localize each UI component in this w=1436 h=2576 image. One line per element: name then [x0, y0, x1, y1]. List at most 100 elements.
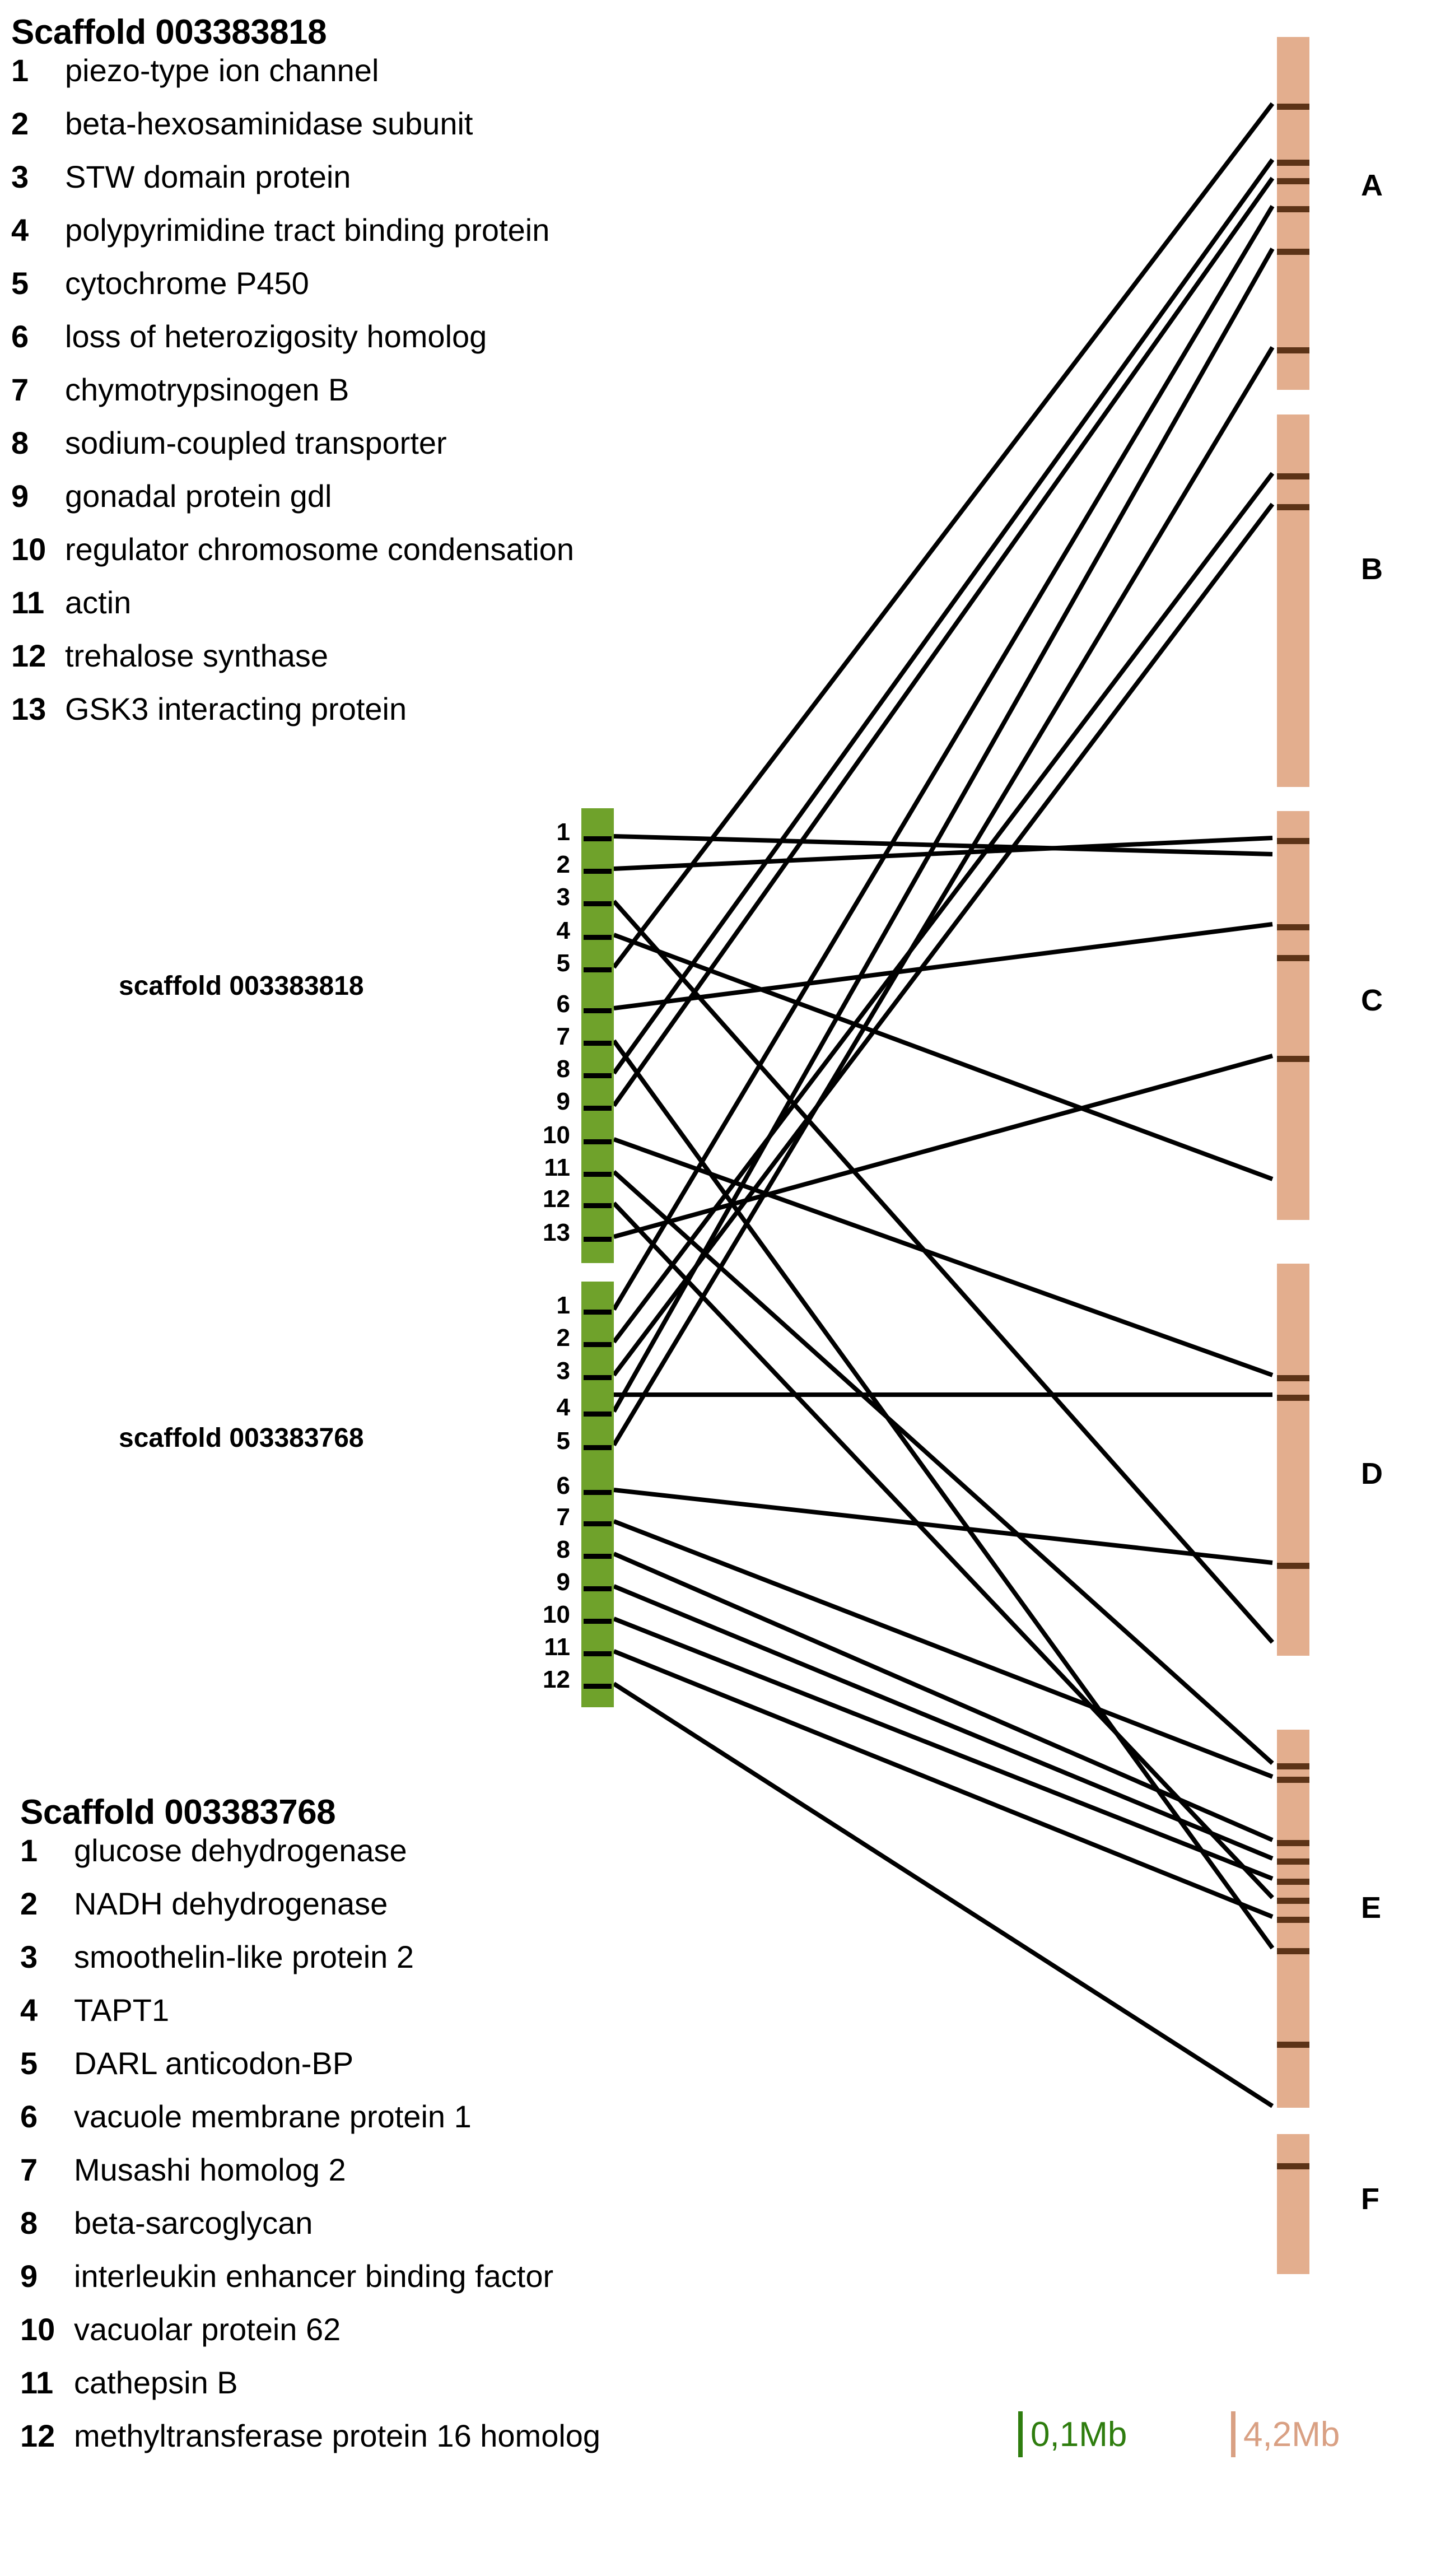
synteny-link-s1-11	[612, 1170, 1274, 1765]
synteny-link-s1-2	[613, 836, 1273, 871]
chromosome-gene-tick	[1277, 1879, 1309, 1885]
legend-gene-name: gonadal protein gdl	[65, 478, 332, 514]
chromosome-gene-tick	[1277, 504, 1309, 510]
legend-gene-number: 9	[20, 2258, 38, 2294]
scaffold-gene-tick	[584, 1412, 612, 1417]
scaffold-gene-number: 7	[556, 1503, 570, 1531]
scaffold-gene-number: 6	[556, 1472, 570, 1499]
legend-gene-name: smoothelin-like protein 2	[74, 1939, 414, 1974]
chromosome-gene-tick	[1277, 1917, 1309, 1923]
synteny-link-s2-1	[612, 204, 1275, 1311]
legend-gene-number: 4	[11, 212, 29, 248]
chromosome-gene-tick	[1277, 249, 1309, 255]
legend-gene-number: 9	[11, 478, 29, 514]
synteny-link-s1-9	[612, 176, 1275, 1107]
legend-row: 4 polypyrimidine tract binding protein	[11, 212, 574, 265]
chromosome-gene-tick	[1277, 347, 1309, 353]
legend-gene-number: 2	[11, 106, 29, 141]
scaffold-gene-tick	[584, 901, 612, 906]
chromosome-gene-tick	[1277, 1563, 1309, 1569]
legend-gene-name: DARL anticodon-BP	[74, 2046, 354, 2081]
scaffold-gene-tick	[584, 1586, 612, 1591]
legend-gene-name: beta-hexosaminidase subunit	[65, 106, 473, 141]
chromosome-label-E: E	[1361, 1891, 1382, 1925]
scale-item-scaffold-scale: 0,1Mb	[1018, 2411, 1127, 2457]
scaffold-gene-number: 4	[556, 1394, 570, 1421]
scaffold-gene-tick	[584, 1073, 612, 1078]
legend-gene-number: 5	[11, 265, 29, 301]
scaffold-gene-tick	[584, 1684, 612, 1689]
scaffold-gene-number: 8	[556, 1536, 570, 1563]
scaffold-name-label: scaffold 003383768	[119, 1423, 364, 1453]
legend-gene-number: 3	[20, 1939, 38, 1974]
legend-gene-name: polypyrimidine tract binding protein	[65, 212, 550, 248]
synteny-link-s2-4	[612, 248, 1275, 1413]
chromosome-gene-tick	[1277, 1763, 1309, 1769]
scaffold-gene-tick	[584, 869, 612, 874]
legend-gene-number: 11	[20, 2365, 54, 2400]
legend-gene-number: 3	[11, 159, 29, 194]
synteny-link-s2-7	[613, 1519, 1274, 1779]
scaffold-gene-number: 6	[556, 990, 570, 1018]
synteny-link-s2-3	[612, 502, 1275, 1377]
legend-gene-number: 2	[20, 1886, 38, 1921]
synteny-link-s2-8	[613, 1552, 1274, 1842]
legend-gene-number: 5	[20, 2046, 38, 2081]
scaffold-gene-tick	[584, 1445, 612, 1450]
chromosome-bar-C	[1277, 811, 1309, 1220]
scale-label: 4,2Mb	[1243, 2415, 1340, 2454]
chromosome-gene-tick	[1277, 2163, 1309, 2169]
legend-title: Scaffold 003383768	[20, 1793, 336, 1832]
synteny-link-s1-4	[613, 933, 1274, 1181]
scaffold-gene-number: 8	[556, 1055, 570, 1083]
legend-title: Scaffold 003383818	[11, 13, 327, 52]
legend-gene-name: TAPT1	[74, 1992, 170, 2028]
chromosome-gene-tick	[1277, 1395, 1309, 1401]
scaffold-gene-number: 9	[556, 1568, 570, 1596]
scaffold-gene-tick	[584, 1490, 612, 1495]
legend-gene-number: 8	[20, 2205, 38, 2240]
scaffold-gene-number: 1	[556, 1292, 570, 1319]
chromosome-bar-A	[1277, 37, 1309, 390]
scaffold-gene-number: 3	[556, 1357, 570, 1385]
chromosome-gene-tick	[1277, 206, 1309, 212]
legend-gene-number: 1	[20, 1833, 38, 1868]
scaffold-gene-number: 12	[543, 1666, 570, 1693]
scaffold-bar-003383818	[581, 808, 614, 1263]
scaffold-gene-number: 4	[556, 917, 570, 944]
scaffold-gene-tick	[584, 1041, 612, 1046]
synteny-link-s2-12	[612, 1681, 1274, 2108]
legend-gene-number: 13	[11, 691, 46, 726]
legend-gene-name: glucose dehydrogenase	[74, 1833, 407, 1868]
synteny-link-s1-12	[612, 1201, 1274, 1899]
synteny-link-s1-1	[613, 834, 1273, 856]
scaffold-gene-tick	[584, 1342, 612, 1347]
scaffold-gene-tick	[584, 1521, 612, 1526]
chromosome-gene-tick	[1277, 473, 1309, 479]
legend-gene-name: Musashi homolog 2	[74, 2152, 346, 2187]
legend-gene-number: 8	[11, 425, 29, 460]
chromosome-gene-tick	[1277, 1056, 1309, 1062]
chromosome-gene-tick	[1277, 1948, 1309, 1954]
synteny-link-s1-7	[612, 1039, 1275, 1950]
scale-rule-icon	[1018, 2411, 1023, 2457]
synteny-link-s1-6	[613, 922, 1273, 1010]
chromosome-bar-D	[1277, 1264, 1309, 1656]
synteny-link-s2-5	[612, 346, 1275, 1447]
legend-gene-number: 7	[11, 372, 29, 407]
legend-row: 1 glucose dehydrogenase	[20, 1832, 600, 1885]
legend-gene-name: actin	[65, 585, 132, 620]
scaffold-gene-number: 9	[556, 1088, 570, 1115]
